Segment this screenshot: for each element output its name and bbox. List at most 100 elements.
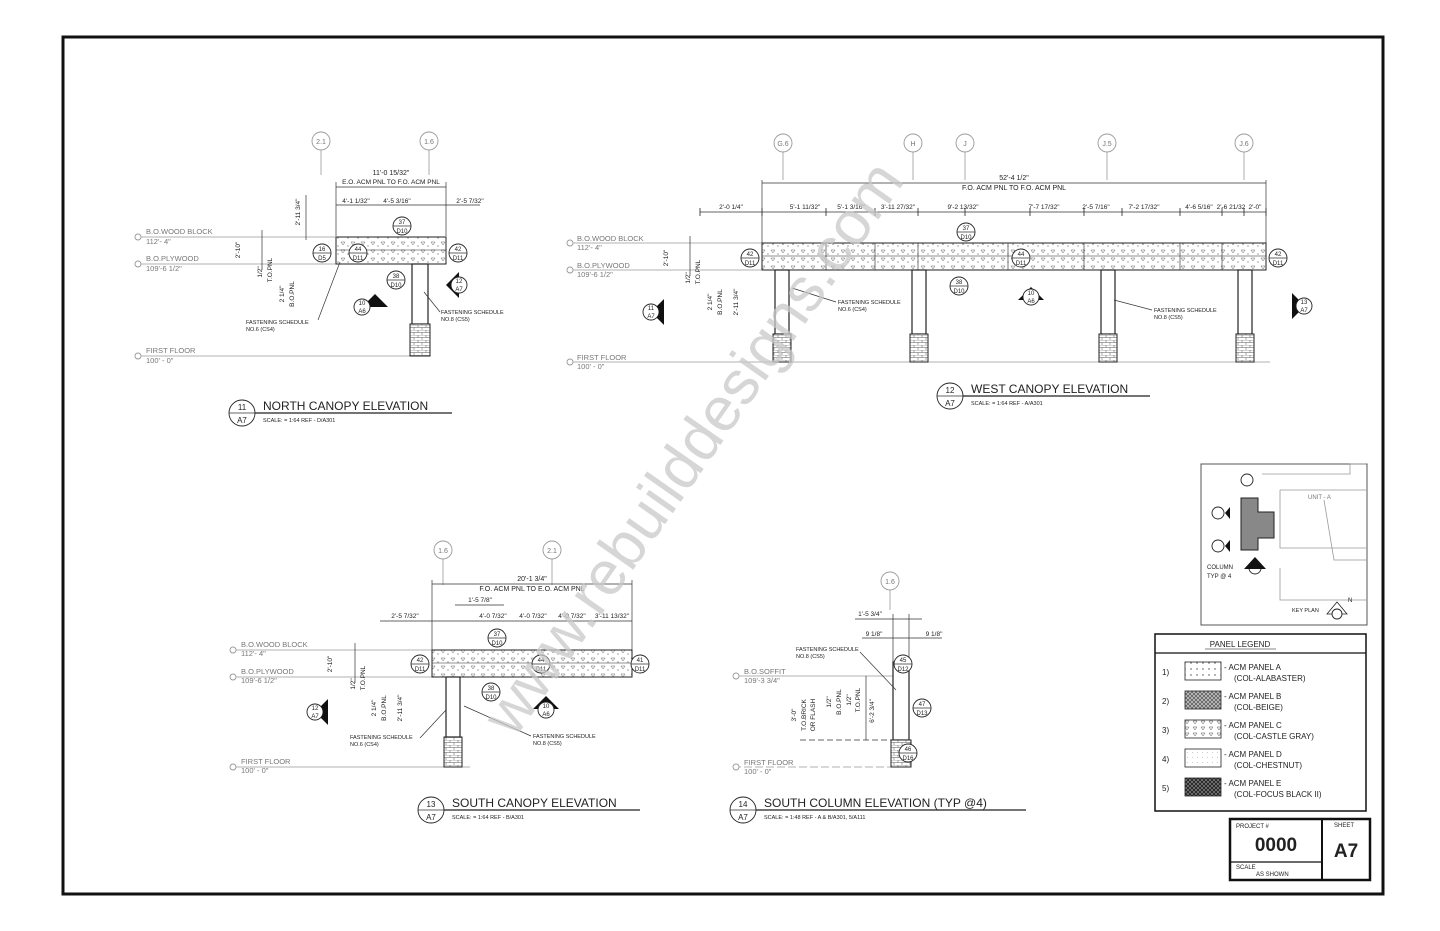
dim-text: 2'-5 7/16" [1082, 204, 1110, 211]
level-elev: 109'-6 1/2" [241, 676, 277, 685]
callout-ref: D16 [902, 756, 914, 762]
callout-ref: D11 [536, 667, 547, 673]
dim-text: T.O.PNL [267, 257, 274, 282]
dim-text: 2'-5 7/32" [391, 613, 419, 620]
callout-ref: D11 [1016, 261, 1027, 267]
level-label: B.O.PLYWOOD [241, 667, 294, 676]
callout-ref: D11 [1273, 261, 1284, 267]
level-label: B.O.WOOD BLOCK [146, 227, 213, 236]
callout-num: 45 [900, 658, 907, 664]
view-num: 14 [739, 800, 748, 809]
unit-label: UNIT - A [1308, 495, 1331, 501]
scale-label: SCALE [1236, 865, 1256, 871]
dim-text: 5'-1 3/16" [837, 204, 865, 211]
grid-label: 1.6 [438, 548, 448, 555]
section-ref: A6 [542, 712, 550, 718]
dim-text: OR FLASH [810, 698, 817, 731]
dim-text: 9 1/8" [926, 631, 943, 638]
dim-text: 2'-11 3/4" [733, 288, 740, 316]
dim-text: 4'-0 7/32" [519, 613, 547, 620]
dim-text: B.O.PNL [717, 289, 724, 315]
section-ref: A7 [455, 287, 463, 293]
grid-label: 1.6 [424, 139, 434, 146]
grid-label: H [910, 141, 915, 148]
view-scale: SCALE: = 1:48 REF - A & B/A301, 5/A111 [764, 815, 865, 821]
note: FASTENING SCHEDULE [1154, 308, 1217, 314]
legend-num: 3) [1162, 726, 1169, 735]
dim-text: 4'-0 7/32" [479, 613, 507, 620]
callout-num: 47 [919, 702, 926, 708]
section-num: 10 [359, 301, 366, 307]
dim-text: 7'-2 17/32" [1128, 204, 1160, 211]
note: NO.8 (CS5) [1154, 315, 1183, 321]
legend-num: 5) [1162, 784, 1169, 793]
callout-ref: D10 [396, 229, 408, 235]
column-label: COLUMN [1207, 565, 1233, 571]
view-sheet: A7 [738, 813, 748, 822]
callout-ref: D11 [415, 667, 426, 673]
west-canopy-elevation: G.6 H J J.5 J.6 52'-4 1/2" F.O. ACM PNL … [566, 133, 1313, 410]
legend-color: (COL-CHESTNUT) [1234, 761, 1302, 770]
legend-name: - ACM PANEL C [1224, 721, 1282, 730]
legend-color: (COL-ALABASTER) [1234, 674, 1306, 683]
view-scale: SCALE: = 1:64 REF - A/A301 [971, 401, 1043, 407]
note: FASTENING SCHEDULE [441, 310, 504, 316]
note: FASTENING SCHEDULE [838, 300, 901, 306]
level-label: B.O.PLYWOOD [577, 261, 630, 270]
legend-swatch [1184, 690, 1222, 710]
legend-color: (COL-FOCUS BLACK II) [1234, 790, 1322, 799]
callout-ref: D11 [353, 256, 364, 262]
dim-text: 5'-1 11/32" [790, 204, 821, 211]
level-label: FIRST FLOOR [146, 346, 196, 355]
callout-num: 38 [488, 686, 495, 692]
section-ref: A6 [1027, 299, 1035, 305]
legend-title: PANEL LEGEND [1210, 640, 1271, 649]
south-column-elevation: 1.6 1'-5 3/4" 9 1/8" 9 1/8" B.O.SOFFIT 1… [729, 571, 1026, 824]
south-canopy-elevation: 1.6 2.1 20'-1 3/4" F.O. ACM PNL TO E.O. … [229, 540, 650, 824]
callout-ref: D11 [745, 261, 756, 267]
section-num: 12 [456, 279, 463, 285]
callout-ref: D11 [635, 667, 646, 673]
callout-ref: D10 [491, 641, 503, 647]
callout-num: 38 [393, 274, 400, 280]
callout-num: 42 [455, 247, 462, 253]
dim-text: 3'-11 13/32" [595, 613, 630, 620]
dim-text: T.O.PNL [695, 259, 702, 284]
level-elev: 112'- 4" [146, 237, 171, 246]
dim-text: 1/2" [846, 694, 853, 706]
section-num: 13 [1301, 300, 1308, 306]
dim-text: 2 1/4" [707, 293, 714, 310]
callout-ref: D5 [318, 256, 326, 262]
level-label: FIRST FLOOR [241, 757, 291, 766]
note: FASTENING SCHEDULE [533, 734, 596, 740]
note: FASTENING SCHEDULE [796, 647, 859, 653]
dim-text: 2'-6 21/32 [1217, 204, 1246, 211]
callout-num: 42 [747, 252, 754, 258]
callout-num: 38 [956, 280, 963, 286]
callout-num: 44 [1018, 252, 1025, 258]
callout-ref: D12 [897, 667, 909, 673]
legend-swatch [1184, 777, 1222, 797]
dim-text: 4'-0 7/32" [558, 613, 586, 620]
view-sheet: A7 [426, 813, 436, 822]
note: NO.6 (CS4) [838, 307, 867, 313]
legend-num: 2) [1162, 697, 1169, 706]
panel-legend: PANEL LEGEND 1)- ACM PANEL A(COL-ALABAST… [1154, 633, 1367, 812]
callout-ref: D10 [485, 695, 497, 701]
legend-swatch [1184, 748, 1222, 768]
callout-ref: D11 [453, 256, 464, 262]
sheet-label: SHEET [1334, 823, 1354, 829]
grid-label: 2.1 [547, 548, 557, 555]
callout-num: 41 [637, 658, 644, 664]
section-num: 10 [1028, 291, 1035, 297]
dim-text: 2 1/4" [279, 285, 286, 302]
level-elev: 100' - 0" [744, 767, 772, 776]
legend-num: 1) [1162, 668, 1169, 677]
view-scale: SCALE: = 1:64 REF - D/A301 [263, 418, 335, 424]
callout-ref: D10 [960, 235, 972, 241]
note: NO.8 (CS5) [533, 741, 562, 747]
note: NO.8 (CS5) [441, 317, 470, 323]
dim-text: F.O. ACM PNL TO F.O. ACM PNL [962, 185, 1066, 192]
dim-text: 52'-4 1/2" [999, 175, 1029, 182]
callout-num: 44 [538, 658, 545, 664]
